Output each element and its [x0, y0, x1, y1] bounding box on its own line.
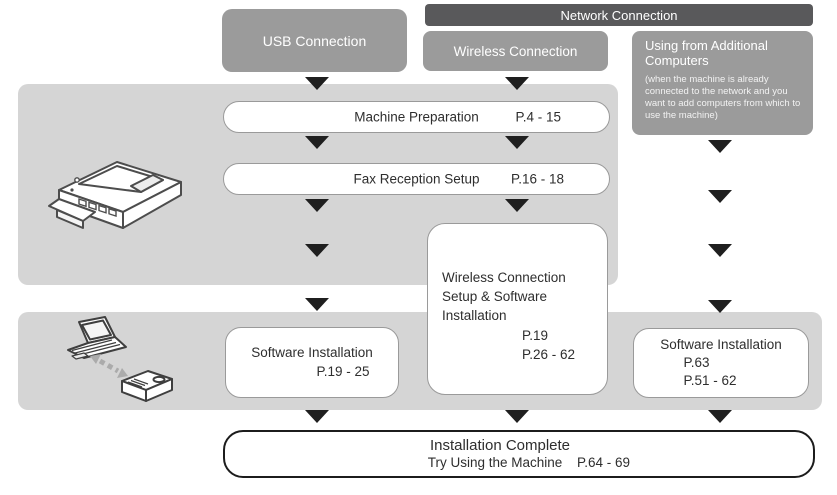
software-installation-usb-label: Software Installation [251, 345, 373, 360]
printer-icon-art [48, 161, 182, 229]
laptop-printer-connection-icon [58, 316, 176, 415]
down-arrow-icon [505, 77, 529, 90]
network-connection-label: Network Connection [560, 7, 678, 23]
down-arrow-icon [708, 410, 732, 423]
down-arrow-icon [305, 298, 329, 311]
down-arrow-icon [305, 244, 329, 257]
wireless-setup-line1: Wireless Connection [442, 270, 566, 285]
down-arrow-icon [505, 410, 529, 423]
wireless-setup-box: Wireless Connection Setup & Software Ins… [427, 223, 608, 395]
software-installation-additional-pages: P.63 P.51 - 62 [683, 354, 736, 390]
installation-complete-line2: Try Using the Machine P.64 - 69 [225, 455, 813, 470]
usb-connection-box: USB Connection [222, 9, 407, 72]
down-arrow-icon [708, 300, 732, 313]
try-using-machine-label: Try Using the Machine [427, 455, 563, 470]
down-arrow-icon [305, 136, 329, 149]
wireless-setup-pages: P.19 P.26 - 62 [522, 326, 607, 364]
machine-preparation-pages: P.4 - 15 [515, 109, 561, 125]
laptop-printer-connection-art [67, 316, 173, 402]
fax-reception-setup-pages: P.16 - 18 [510, 171, 564, 187]
wireless-setup-pages-a: P.19 [522, 328, 549, 343]
wireless-connection-label: Wireless Connection [453, 43, 578, 59]
down-arrow-icon [708, 140, 732, 153]
fax-reception-setup-label: Fax Reception Setup [353, 171, 480, 187]
network-connection-bar: Network Connection [425, 4, 813, 26]
additional-computers-title: Using from Additional Computers [645, 38, 768, 68]
wireless-connection-box: Wireless Connection [423, 31, 608, 71]
down-arrow-icon [305, 199, 329, 212]
wireless-setup-line3: Installation [442, 308, 507, 323]
down-arrow-icon [708, 190, 732, 203]
wireless-setup-pages-b: P.26 - 62 [522, 347, 576, 362]
installation-complete-box: Installation Complete Try Using the Mach… [223, 430, 815, 478]
software-installation-additional-pages-b: P.51 - 62 [683, 373, 737, 388]
software-installation-usb-pages: P.19 - 25 [316, 364, 370, 379]
down-arrow-icon [305, 410, 329, 423]
printer-icon [45, 138, 195, 255]
fax-reception-setup-box: Fax Reception Setup P.16 - 18 [223, 163, 610, 195]
software-installation-usb-box: Software Installation P.19 - 25 [225, 327, 399, 398]
machine-preparation-box: Machine Preparation P.4 - 15 [223, 101, 610, 133]
software-installation-additional-label: Software Installation [660, 337, 782, 352]
installation-complete-pages: P.64 - 69 [577, 455, 631, 470]
down-arrow-icon [708, 244, 732, 257]
installation-complete-title: Installation Complete [429, 437, 571, 454]
additional-computers-note: (when the machine is already connected t… [645, 74, 801, 121]
additional-computers-box: Using from Additional Computers (when th… [632, 31, 813, 135]
software-installation-additional-pages-a: P.63 [683, 355, 710, 370]
machine-preparation-label: Machine Preparation [354, 109, 479, 125]
down-arrow-icon [505, 199, 529, 212]
wireless-setup-line2: Setup & Software [442, 289, 548, 304]
software-installation-additional-box: Software Installation P.63 P.51 - 62 [633, 328, 809, 398]
down-arrow-icon [505, 136, 529, 149]
usb-connection-label: USB Connection [262, 32, 367, 49]
down-arrow-icon [305, 77, 329, 90]
